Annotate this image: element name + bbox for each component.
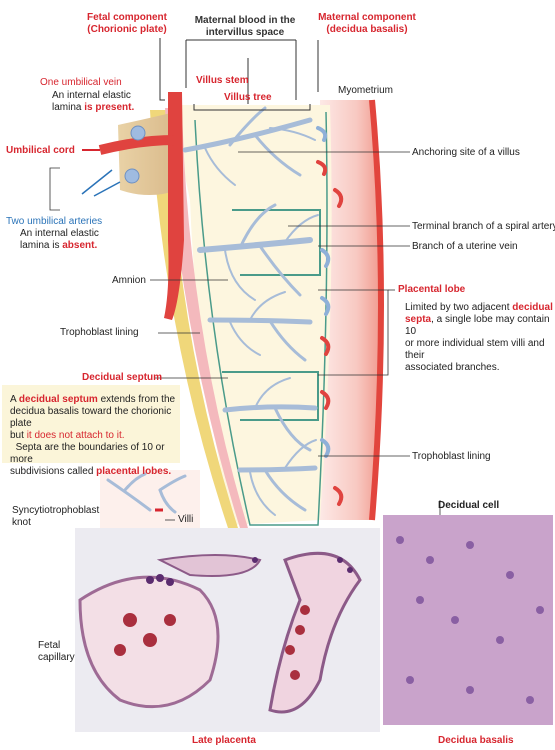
umbilical-cord-label: Umbilical cord (6, 145, 75, 156)
decidual-septum-label: Decidual septum (82, 372, 163, 383)
artery-lamina-line2b: absent. (62, 240, 98, 251)
villi-label: Villi (178, 514, 194, 525)
septum-note-p2c: placental lobes. (96, 466, 172, 477)
septum-note-box (2, 385, 180, 463)
decidual-septum-lower (222, 371, 319, 421)
artery-pointer-2 (93, 181, 121, 197)
villi-inset-bg (100, 470, 200, 530)
septum-note-text: A decidual septum extends from the decid… (10, 394, 176, 478)
fetal-line1: Fetal (38, 640, 61, 651)
septum-note-p1b: decidual septum (18, 394, 98, 405)
vein-lamina-line2b: is present. (84, 102, 135, 113)
lobe-note-3: or more individual stem villi and their (405, 338, 545, 361)
late-placenta-label: Late placenta (192, 735, 256, 746)
chorionic-plate (165, 108, 248, 528)
myometrium-edge (369, 99, 384, 521)
villus-stem-label: Villus stem (196, 75, 249, 86)
top-brackets (159, 38, 319, 111)
decidua-basalis-label: Decidua basalis (438, 735, 514, 746)
myometrium-band (320, 100, 381, 520)
terminal-branch-label: Terminal branch of a spiral artery (412, 221, 555, 232)
artery-pointer-1 (81, 169, 113, 195)
lobe-note-1a: Limited by two adjacent (405, 302, 513, 313)
vein-lamina-line2a: lamina (52, 102, 85, 113)
artery-lamina-line2a: lamina is (20, 240, 63, 251)
septum-note-p1e: but (10, 430, 27, 441)
villi-inset (106, 472, 187, 514)
vein-lamina-line1: An internal elastic (52, 90, 131, 101)
syncytio-line2: knot (12, 517, 31, 528)
decidual-cell-label: Decidual cell (438, 500, 500, 511)
placental-lobe-note: Limited by two adjacent decidual septa, … (405, 302, 555, 374)
trophoblast-outline (194, 111, 328, 526)
villus-tree (182, 106, 319, 516)
placental-lobe-label: Placental lobe (398, 284, 466, 295)
anchoring-site-label: Anchoring site of a villus (412, 147, 520, 158)
umbilical-arteries-label: Two umbilical arteries (6, 216, 103, 227)
maternal-blood-line1: Maternal blood in the (194, 15, 296, 26)
chorionic-plate-text: (Chorionic plate) (87, 24, 167, 35)
umbilical-vein-vessel (164, 92, 184, 320)
septum-note-p1d: decidua basalis toward the chorionic pla… (10, 406, 172, 429)
lobe-note-2b: , a single lobe may contain 10 (405, 314, 550, 337)
maternal-blood-line2: intervillus space (205, 27, 285, 38)
umbilical-artery-1 (130, 125, 146, 141)
septum-note-p2a: Septa are the boundaries of 10 or more (10, 442, 165, 465)
syncytio-line1: Syncytiotrophoblast (12, 505, 100, 516)
septum-note-p1c: extends from the (97, 394, 176, 405)
maternal-component-label: Maternal component(decidua basalis) (312, 12, 422, 36)
umbilical-vein-label: One umbilical vein (40, 77, 122, 88)
umbilical-vein-cord (98, 135, 176, 155)
decidua-basalis-micrograph (383, 515, 553, 725)
amnion-label: Amnion (112, 275, 146, 286)
myometrium-label: Myometrium (338, 85, 394, 96)
spiral-vessels (316, 126, 344, 506)
uterine-vein-label: Branch of a uterine vein (412, 241, 518, 252)
fetal-component-text: Fetal component (86, 12, 167, 23)
fetal-line2: capillary (38, 652, 75, 663)
artery-bracket (49, 167, 60, 211)
septum-note-p2b: subdivisions called (10, 466, 97, 477)
trophoblast-lining-left-label: Trophoblast lining (60, 327, 139, 338)
decidua-basalis-paren-text: (decidua basalis) (326, 24, 408, 35)
lobe-note-2a: septa (405, 314, 432, 325)
maternal-component-text: Maternal component (318, 12, 416, 23)
trophoblast-lining-right-label: Trophoblast lining (412, 451, 491, 462)
septum-note-p1a: A (10, 394, 19, 405)
fetal-component-label: Fetal component(Chorionic plate) (72, 12, 182, 36)
villus-tree-label: Villus tree (224, 92, 272, 103)
umbilical-artery-2 (124, 168, 140, 184)
late-placenta-micrograph (75, 528, 380, 732)
septum-note-p1f: it does not attach to it. (26, 430, 125, 441)
lobe-note-1b: decidual (512, 302, 553, 313)
artery-lamina-line1: An internal elastic (20, 228, 99, 239)
lobe-note-4: associated branches. (405, 362, 500, 373)
